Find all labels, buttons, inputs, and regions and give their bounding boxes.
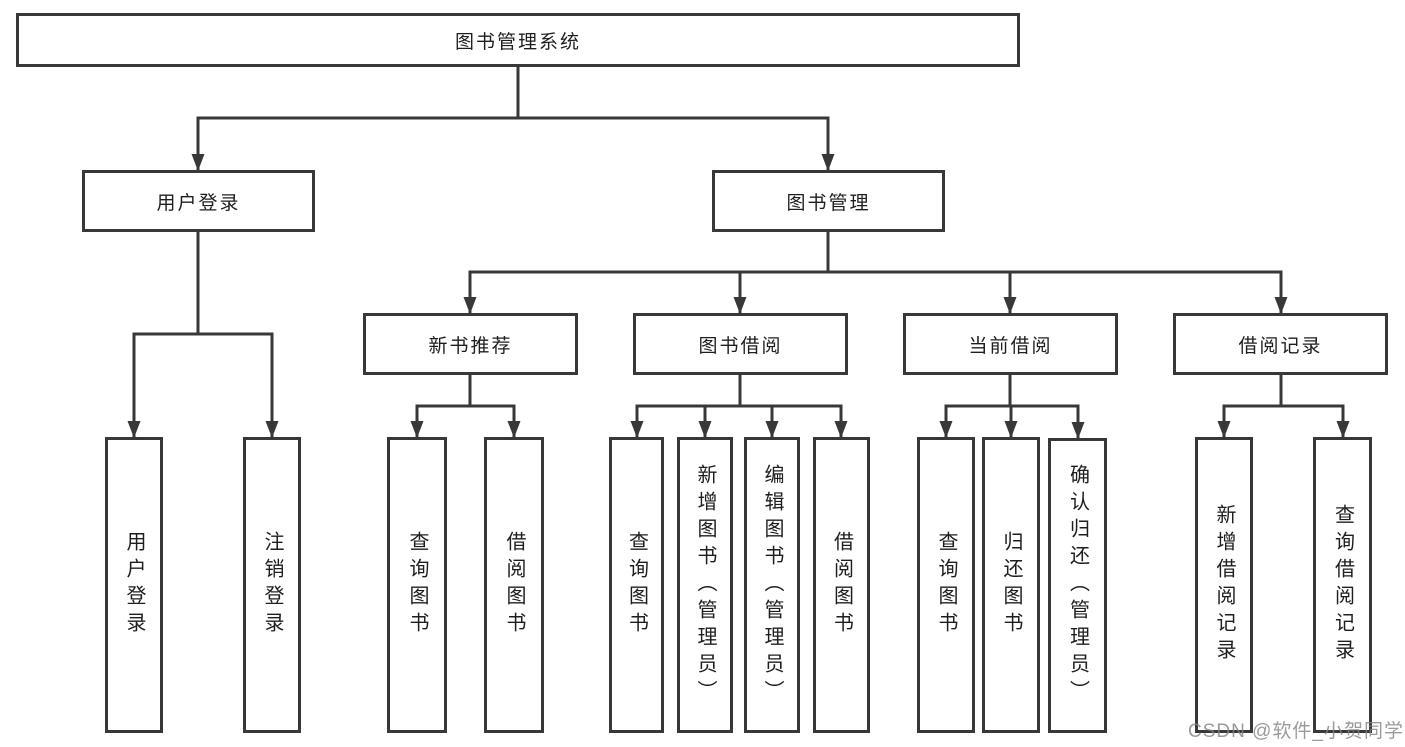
- node-root-library-system: 图书管理系统: [16, 13, 1020, 67]
- csdn-watermark: CSDN @软件_小贺同学: [1188, 721, 1404, 742]
- node-current-borrowing: 当前借阅: [903, 313, 1118, 375]
- node-leaf-add-books-admin: 新增图书（管理员）: [677, 437, 733, 733]
- node-leaf-query-books-current: 查询图书: [917, 437, 975, 733]
- connector-root-to-level2: [191, 65, 835, 172]
- node-leaf-borrow-books-recommend: 借阅图书: [484, 437, 544, 733]
- node-book-management: 图书管理: [712, 170, 945, 232]
- node-leaf-add-borrow-record: 新增借阅记录: [1195, 437, 1253, 733]
- node-user-login: 用户登录: [82, 170, 315, 232]
- node-book-borrowing: 图书借阅: [633, 313, 848, 375]
- node-leaf-logout: 注销登录: [243, 437, 301, 733]
- node-leaf-query-books-recommend: 查询图书: [387, 437, 447, 733]
- connector-book-borrow-to-leaves: [630, 373, 848, 439]
- node-leaf-query-books-borrowing: 查询图书: [609, 437, 664, 733]
- node-borrowing-records: 借阅记录: [1173, 313, 1388, 375]
- connector-borrow-records-to-leaves: [1217, 373, 1350, 439]
- node-leaf-return-books: 归还图书: [982, 437, 1040, 733]
- node-leaf-user-login: 用户登录: [105, 437, 163, 733]
- connector-user-login-to-leaves: [127, 230, 279, 439]
- node-new-book-recommend: 新书推荐: [363, 313, 578, 375]
- node-leaf-confirm-return-admin: 确认归还（管理员）: [1048, 438, 1107, 733]
- connector-current-borrow-to-leaves: [939, 373, 1085, 440]
- connector-new-book-rec-to-leaves: [410, 373, 521, 439]
- connector-book-mgmt-to-level3: [463, 230, 1288, 315]
- node-leaf-edit-books-admin: 编辑图书（管理员）: [744, 437, 800, 733]
- node-leaf-query-borrow-record: 查询借阅记录: [1313, 437, 1372, 733]
- node-leaf-borrow-books: 借阅图书: [813, 437, 870, 733]
